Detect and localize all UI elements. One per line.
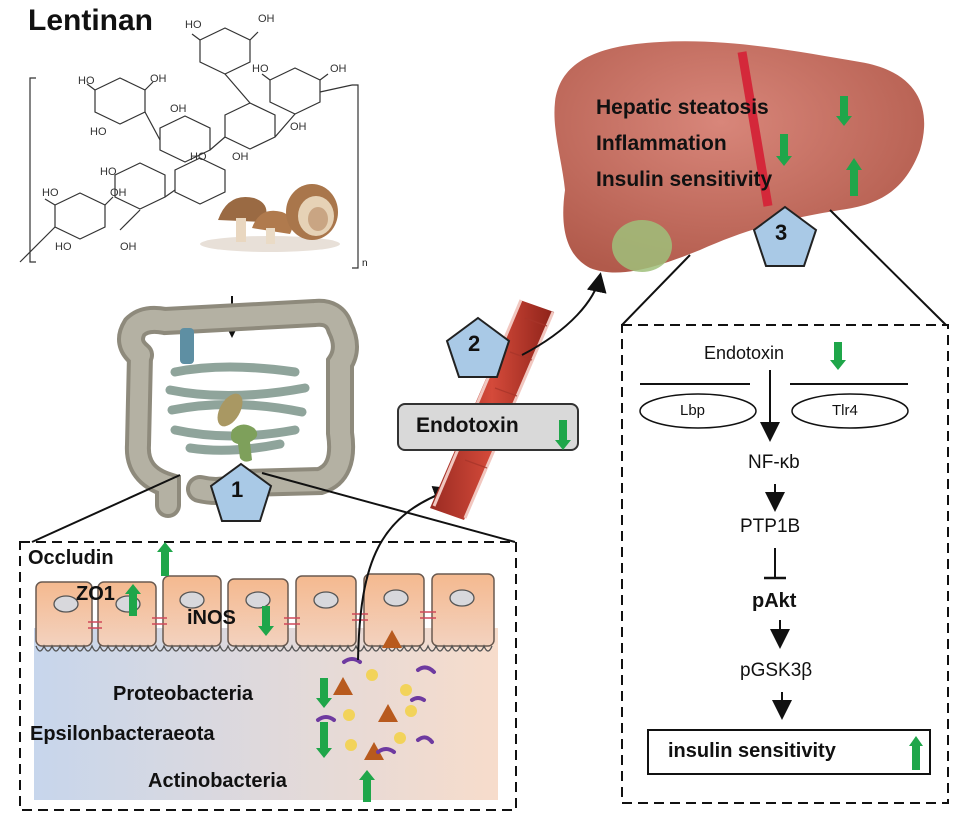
pgsk3b-label: pGSK3β — [740, 660, 813, 681]
epithelial-cells — [35, 573, 495, 652]
hepatic-steatosis-label: Hepatic steatosis — [596, 96, 769, 119]
epsilonbacteraeota-label: Epsilonbacteraeota — [30, 723, 215, 745]
insulin-sensitivity-liver-label: Insulin sensitivity — [596, 168, 773, 191]
svg-text:OH: OH — [120, 241, 137, 253]
step-number-3: 3 — [775, 220, 788, 245]
actinobacteria-label: Actinobacteria — [148, 770, 287, 792]
bacteria-icon — [316, 630, 436, 760]
svg-text:OH: OH — [290, 121, 307, 133]
svg-text:OH: OH — [110, 187, 127, 199]
liver-icon — [554, 41, 925, 273]
svg-text:HO: HO — [78, 75, 95, 87]
svg-text:OH: OH — [170, 103, 187, 115]
svg-text:HO: HO — [185, 19, 202, 31]
tlr4-label: Tlr4 — [832, 402, 858, 419]
colon-icon — [117, 298, 359, 518]
lbp-label: Lbp — [680, 402, 706, 419]
inflammation-label: Inflammation — [596, 132, 727, 155]
svg-text:HO: HO — [252, 63, 269, 75]
svg-text:OH: OH — [330, 63, 347, 75]
proteobacteria-label: Proteobacteria — [113, 683, 254, 705]
blood-endotoxin-label: Endotoxin — [416, 414, 519, 437]
mushroom-image — [200, 184, 340, 252]
svg-text:HO: HO — [42, 187, 59, 199]
diagram-title: Lentinan — [28, 4, 153, 37]
zo1-label: ZO1 — [76, 583, 115, 605]
step-number-1: 1 — [231, 477, 244, 502]
step-pentagons — [209, 205, 818, 522]
pakt-label: pAkt — [752, 590, 797, 612]
oh-labels: OH HO OH HO OH HO HO OH OH HO HO HO OH HO OH OH — [42, 13, 347, 253]
pathway-result-label: insulin sensitivity — [668, 740, 836, 762]
ptp1b-label: PTP1B — [740, 516, 801, 537]
svg-text:HO: HO — [190, 151, 207, 163]
svg-text:OH: OH — [232, 151, 249, 163]
svg-text:HO: HO — [55, 241, 72, 253]
step-number-2: 2 — [468, 331, 481, 356]
lentinan-structure — [19, 27, 359, 269]
pathway-endotoxin-label: Endotoxin — [704, 343, 785, 363]
svg-text:HO: HO — [90, 126, 107, 138]
svg-text:OH: OH — [258, 13, 275, 25]
trend-arrows — [125, 96, 923, 802]
polymer-subscript: n — [362, 258, 368, 269]
nfkb-label: NF-κb — [748, 452, 800, 473]
inos-label: iNOS — [187, 607, 236, 629]
occludin-label: Occludin — [28, 547, 114, 569]
svg-text:OH: OH — [150, 73, 167, 85]
svg-text:HO: HO — [100, 166, 117, 178]
